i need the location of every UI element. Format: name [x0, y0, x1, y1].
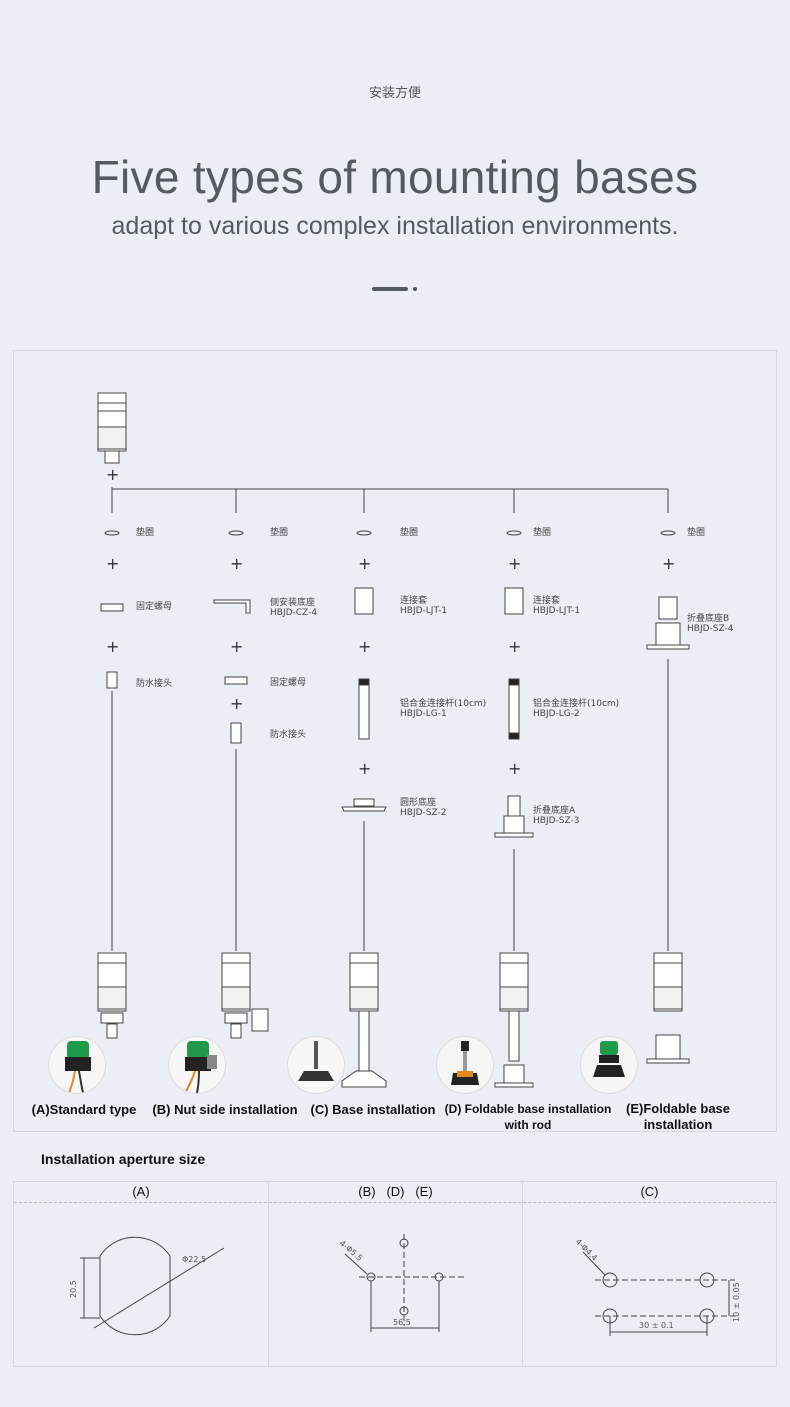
caption-c: (C) Base installation: [310, 1102, 436, 1117]
label-joint-b: 防水接头: [270, 730, 307, 740]
dim-a-dia: Φ22.5: [182, 1255, 206, 1264]
label-sleeve-d: 连接套 HBJD-LJT-1: [533, 596, 581, 616]
washer-e: [660, 530, 676, 536]
washer-a: [104, 530, 120, 536]
label-washer-d: 垫圈: [533, 528, 552, 538]
caption-d: (D) Foldable base installation with rod: [444, 1102, 612, 1132]
table-header-rule: [14, 1202, 776, 1203]
waterproof-joint-a: [106, 671, 118, 689]
page-title: Five types of mounting bases: [91, 151, 699, 203]
plus-c1: +: [358, 554, 372, 573]
label-washer-a: 垫圈: [136, 528, 155, 538]
title-divider: [372, 287, 408, 291]
title-divider-dot: [413, 287, 417, 291]
caption-b: (B) Nut side installation: [152, 1102, 298, 1117]
washer-b: [228, 530, 244, 536]
photo-foldable-rod: [436, 1036, 494, 1094]
plus-d2: +: [508, 637, 522, 656]
section-tag: 安装方便: [368, 86, 421, 101]
label-rod-d: 铝合金连接杆(10cm) HBJD-LG-2: [533, 699, 620, 719]
dim-c-height: 10 ± 0.05: [732, 1282, 741, 1322]
mounting-diagram: [97, 392, 690, 1088]
connector-sleeve-d: [504, 587, 524, 615]
plus-b3: +: [230, 694, 244, 713]
plus-c2: +: [358, 637, 372, 656]
aperture-c-drawing: 4-Φ4.4 30 ± 0.1 10 ± 0.05: [574, 1237, 741, 1336]
assembled-e: [646, 952, 690, 1064]
dim-bde-width: 56.5: [393, 1318, 411, 1327]
assembled-a: [97, 952, 127, 1039]
assembled-b: [221, 952, 269, 1039]
label-rod-c: 铝合金连接杆(10cm) HBJD-LG-1: [400, 699, 487, 719]
label-fix-nut-a: 固定螺母: [136, 602, 173, 612]
fold-base-a-d: [494, 815, 534, 838]
label-joint-a: 防水接头: [136, 679, 173, 689]
assembled-c: [341, 952, 387, 1088]
plus-e1: +: [662, 554, 676, 573]
caption-a: (A)Standard type: [31, 1102, 137, 1117]
plus-b2: +: [230, 637, 244, 656]
plus-d1: +: [508, 554, 522, 573]
aperture-table: (A) (B) (D) (E) (C) Φ22.5 20.5 4-Φ5.5 56…: [13, 1181, 777, 1367]
plus-d3: +: [508, 759, 522, 778]
label-side-base-b: 侧安装底座 HBJD-CZ-4: [270, 598, 318, 618]
caption-e: (E)Foldable base installation: [625, 1101, 731, 1132]
rod-c: [358, 678, 370, 740]
fix-nut-a: [100, 603, 124, 612]
aperture-bde-drawing: 4-Φ5.5 56.5: [338, 1234, 465, 1332]
waterproof-joint-b: [230, 722, 242, 744]
label-sleeve-c: 连接套 HBJD-LJT-1: [400, 596, 448, 616]
washer-d: [506, 530, 522, 536]
label-washer-e: 垫圈: [687, 528, 706, 538]
plus-a2: +: [106, 637, 120, 656]
assembled-d: [494, 952, 534, 1088]
round-base-c: [341, 798, 387, 812]
plus-a1: +: [106, 554, 120, 573]
page-subtitle: adapt to various complex installation en…: [111, 212, 679, 240]
photo-foldable: [580, 1036, 638, 1094]
connector-sleeve-c: [354, 587, 374, 615]
fold-base-b-e: [658, 596, 678, 620]
mounting-diagram-panel: + + + + + + + + + + + + + 垫圈 垫圈 垫圈 垫圈 垫圈…: [13, 350, 777, 1132]
top-signal-light: [97, 392, 127, 464]
dim-c-width: 30 ± 0.1: [639, 1321, 674, 1330]
col-head-a: (A): [132, 1184, 150, 1199]
aperture-a-drawing: Φ22.5 20.5: [69, 1236, 225, 1336]
plus-b1: +: [230, 554, 244, 573]
plus-top: +: [106, 465, 120, 484]
aperture-section-title: Installation aperture size: [41, 1151, 206, 1167]
col-head-c: (C): [640, 1184, 659, 1199]
dim-c-holes: 4-Φ4.4: [574, 1237, 599, 1262]
photo-standard: [48, 1036, 106, 1094]
side-base-b: [213, 599, 251, 614]
label-round-base-c: 圆形底座 HBJD-SZ-2: [400, 798, 447, 818]
dim-a-flat: 20.5: [69, 1280, 78, 1298]
fix-nut-b: [224, 676, 248, 685]
label-fold-base-a: 折叠底座A HBJD-SZ-3: [533, 806, 580, 826]
photo-nut-side: [168, 1036, 226, 1094]
label-fix-nut-b: 固定螺母: [270, 678, 307, 688]
table-divider-2: [522, 1182, 523, 1366]
rod-d: [508, 678, 520, 740]
plus-c3: +: [358, 759, 372, 778]
label-washer-b: 垫圈: [270, 528, 289, 538]
photo-base: [287, 1036, 345, 1094]
col-head-bde: (B) (D) (E): [358, 1184, 433, 1199]
table-divider-1: [268, 1182, 269, 1366]
label-fold-base-b: 折叠底座B HBJD-SZ-4: [687, 614, 734, 634]
label-washer-c: 垫圈: [400, 528, 419, 538]
washer-c: [356, 530, 372, 536]
